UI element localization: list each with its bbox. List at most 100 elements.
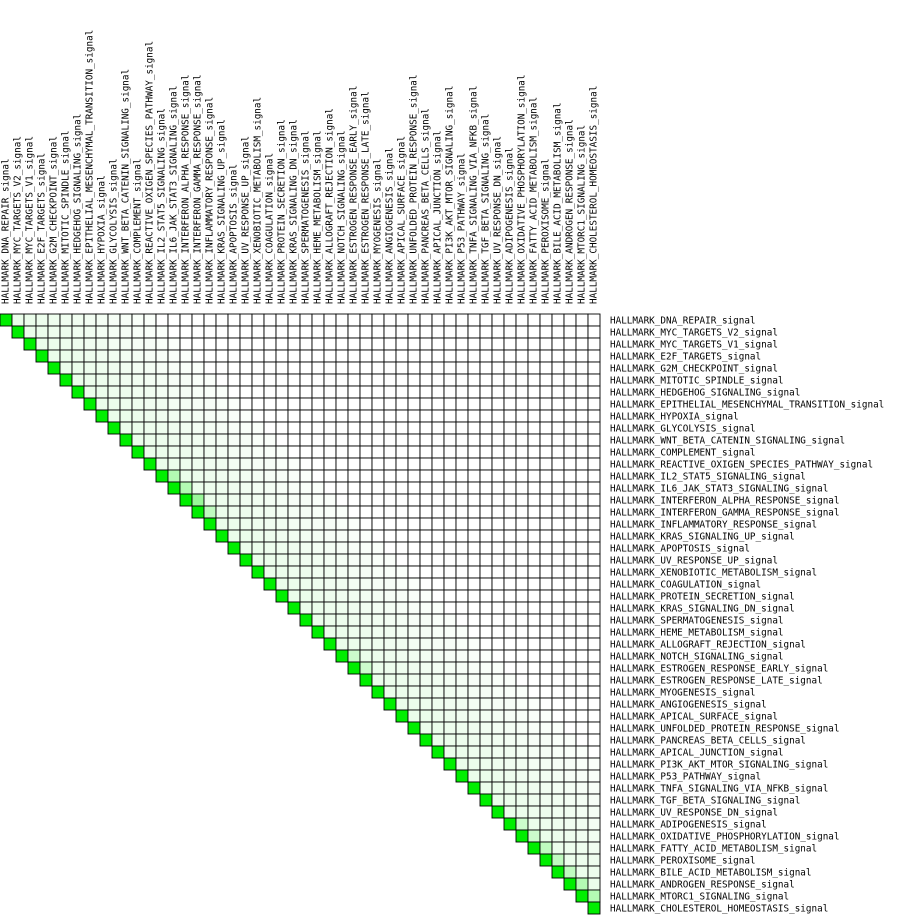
heatmap-cell xyxy=(563,673,577,687)
heatmap-cell xyxy=(539,793,553,807)
heatmap-cell-diagonal xyxy=(383,697,397,711)
heatmap-cell xyxy=(455,445,469,459)
heatmap-cell xyxy=(251,433,265,447)
heatmap-cell xyxy=(395,397,409,411)
heatmap-cell xyxy=(323,349,337,363)
heatmap-cell xyxy=(443,505,457,519)
heatmap-cell xyxy=(467,409,481,423)
heatmap-cell xyxy=(443,397,457,411)
heatmap-cell xyxy=(395,529,409,543)
heatmap-cell xyxy=(515,421,529,435)
heatmap-cell xyxy=(515,793,529,807)
heatmap-cell xyxy=(479,493,493,507)
heatmap-cell xyxy=(479,505,493,519)
heatmap-cell xyxy=(335,553,349,567)
heatmap-cell xyxy=(251,529,265,543)
heatmap-cell xyxy=(347,565,361,579)
heatmap-cell xyxy=(563,553,577,567)
heatmap-cell xyxy=(539,829,553,843)
heatmap-cell xyxy=(203,481,217,495)
column-label: HALLMARK_OXIDATIVE_PHOSPHORYLATION_signa… xyxy=(517,75,528,305)
heatmap-cell xyxy=(95,325,109,339)
heatmap-cell xyxy=(383,481,397,495)
heatmap-cell xyxy=(539,649,553,663)
heatmap-cell xyxy=(95,373,109,387)
heatmap-cell xyxy=(263,385,277,399)
heatmap-cell xyxy=(167,337,181,351)
heatmap-cell xyxy=(503,637,517,651)
heatmap-cell xyxy=(587,325,601,339)
heatmap-cell xyxy=(503,613,517,627)
heatmap-cell xyxy=(575,721,589,735)
heatmap-cell xyxy=(251,541,265,555)
heatmap-cell xyxy=(503,529,517,543)
heatmap-cell xyxy=(515,769,529,783)
heatmap-cell xyxy=(431,649,445,663)
heatmap-cell xyxy=(191,325,205,339)
heatmap-cell xyxy=(467,325,481,339)
heatmap-cell xyxy=(287,421,301,435)
heatmap-cell xyxy=(467,709,481,723)
heatmap-cell xyxy=(191,469,205,483)
heatmap-cell xyxy=(539,505,553,519)
column-label: HALLMARK_KRAS_SIGNALING_UP_signal xyxy=(217,119,228,304)
heatmap-cell xyxy=(563,409,577,423)
heatmap-cell xyxy=(467,589,481,603)
heatmap-cell xyxy=(191,445,205,459)
heatmap-cell xyxy=(515,781,529,795)
row-label: HALLMARK_PANCREAS_BETA_CELLS_signal xyxy=(610,735,806,746)
heatmap-cell xyxy=(479,757,493,771)
heatmap-cell xyxy=(311,469,325,483)
heatmap-cell xyxy=(467,541,481,555)
heatmap-cell xyxy=(515,349,529,363)
heatmap-cell xyxy=(167,457,181,471)
heatmap-cell-diagonal xyxy=(59,373,73,387)
heatmap-cell xyxy=(551,673,565,687)
heatmap-cell xyxy=(443,553,457,567)
heatmap-cell xyxy=(479,553,493,567)
heatmap-cell xyxy=(419,673,433,687)
heatmap-cell xyxy=(179,433,193,447)
heatmap-cell xyxy=(131,325,145,339)
row-label: HALLMARK_DNA_REPAIR_signal xyxy=(610,315,756,326)
heatmap-cell xyxy=(479,565,493,579)
heatmap-cell xyxy=(515,337,529,351)
heatmap-cell xyxy=(503,781,517,795)
column-label: HALLMARK_HEME_METABOLISM_signal xyxy=(313,130,324,304)
heatmap-cell xyxy=(299,553,313,567)
column-label: HALLMARK_UV_RESPONSE_UP_signal xyxy=(241,136,252,304)
heatmap-cell xyxy=(587,517,601,531)
heatmap-cell xyxy=(347,409,361,423)
heatmap-cell xyxy=(431,361,445,375)
heatmap-cell xyxy=(539,445,553,459)
heatmap-cell xyxy=(551,613,565,627)
heatmap-cell xyxy=(167,469,181,483)
heatmap-cell xyxy=(239,469,253,483)
heatmap-cell-diagonal xyxy=(71,385,85,399)
heatmap-cell xyxy=(527,469,541,483)
heatmap-cell-diagonal xyxy=(359,673,373,687)
heatmap-cell xyxy=(587,697,601,711)
heatmap-cell xyxy=(515,709,529,723)
heatmap-cell xyxy=(563,445,577,459)
heatmap-cell xyxy=(383,409,397,423)
heatmap-cell xyxy=(551,649,565,663)
heatmap-cell xyxy=(323,457,337,471)
heatmap-cell xyxy=(431,421,445,435)
heatmap-cell xyxy=(515,445,529,459)
heatmap-cell xyxy=(503,505,517,519)
heatmap-cell xyxy=(467,481,481,495)
heatmap-cell xyxy=(563,733,577,747)
heatmap-cell xyxy=(527,445,541,459)
row-label: HALLMARK_UNFOLDED_PROTEIN_RESPONSE_signa… xyxy=(610,723,840,734)
heatmap-cell xyxy=(455,313,469,327)
heatmap-cell xyxy=(323,409,337,423)
heatmap-cell xyxy=(539,817,553,831)
heatmap-cell xyxy=(515,553,529,567)
heatmap-cell xyxy=(227,421,241,435)
heatmap-cell xyxy=(563,637,577,651)
heatmap-cell xyxy=(515,541,529,555)
heatmap-cell xyxy=(359,541,373,555)
heatmap-cell xyxy=(551,637,565,651)
heatmap-cell xyxy=(587,721,601,735)
